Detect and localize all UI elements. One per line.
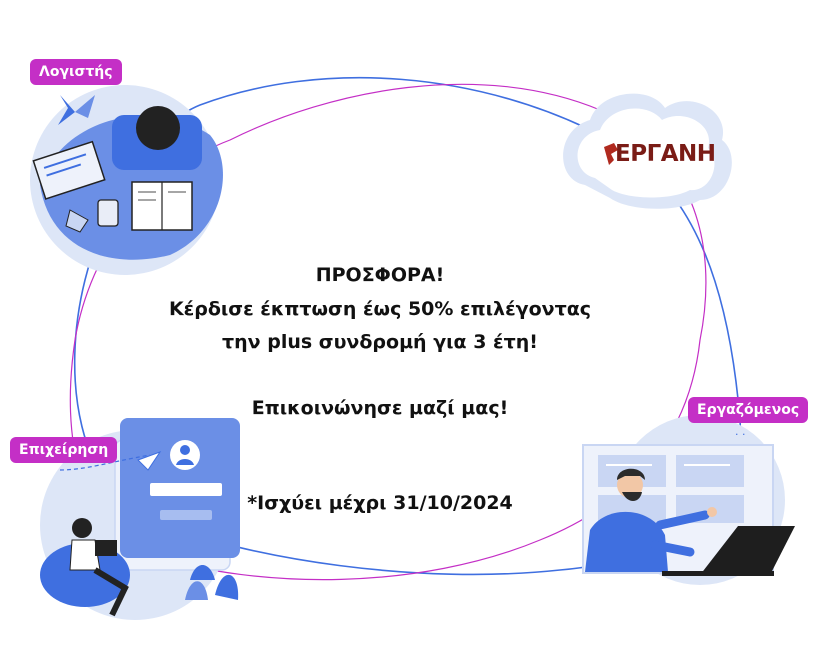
logo-cloud: [563, 93, 732, 209]
offer-line-2: την plus συνδρομή για 3 έτη!: [222, 331, 538, 353]
tag-business: Επιχείρηση: [10, 437, 118, 463]
ergani-logo-text: ΕΡΓΑΝΗ: [615, 141, 716, 167]
accountant-illustration: [30, 85, 223, 275]
offer-headline: ΠΡΟΣΦΟΡΑ!: [315, 264, 445, 286]
tag-accountant: Λογιστής: [30, 59, 122, 85]
employee-illustration: · ·: [582, 415, 795, 585]
magenta-connector-loop: [69, 83, 707, 581]
tag-employee: Εργαζόμενος: [688, 397, 809, 423]
contact-call-to-action: Επικοινώνησε μαζί μας!: [251, 397, 509, 419]
business-illustration: [40, 418, 240, 620]
svg-text:· ·: · ·: [735, 428, 746, 441]
offer-validity-note: *Ισχύει μέχρι 31/10/2024: [247, 492, 513, 514]
ergani-logo-mark-icon: [604, 143, 618, 165]
offer-line-1: Κέρδισε έκπτωση έως 50% επιλέγοντας: [168, 298, 592, 320]
